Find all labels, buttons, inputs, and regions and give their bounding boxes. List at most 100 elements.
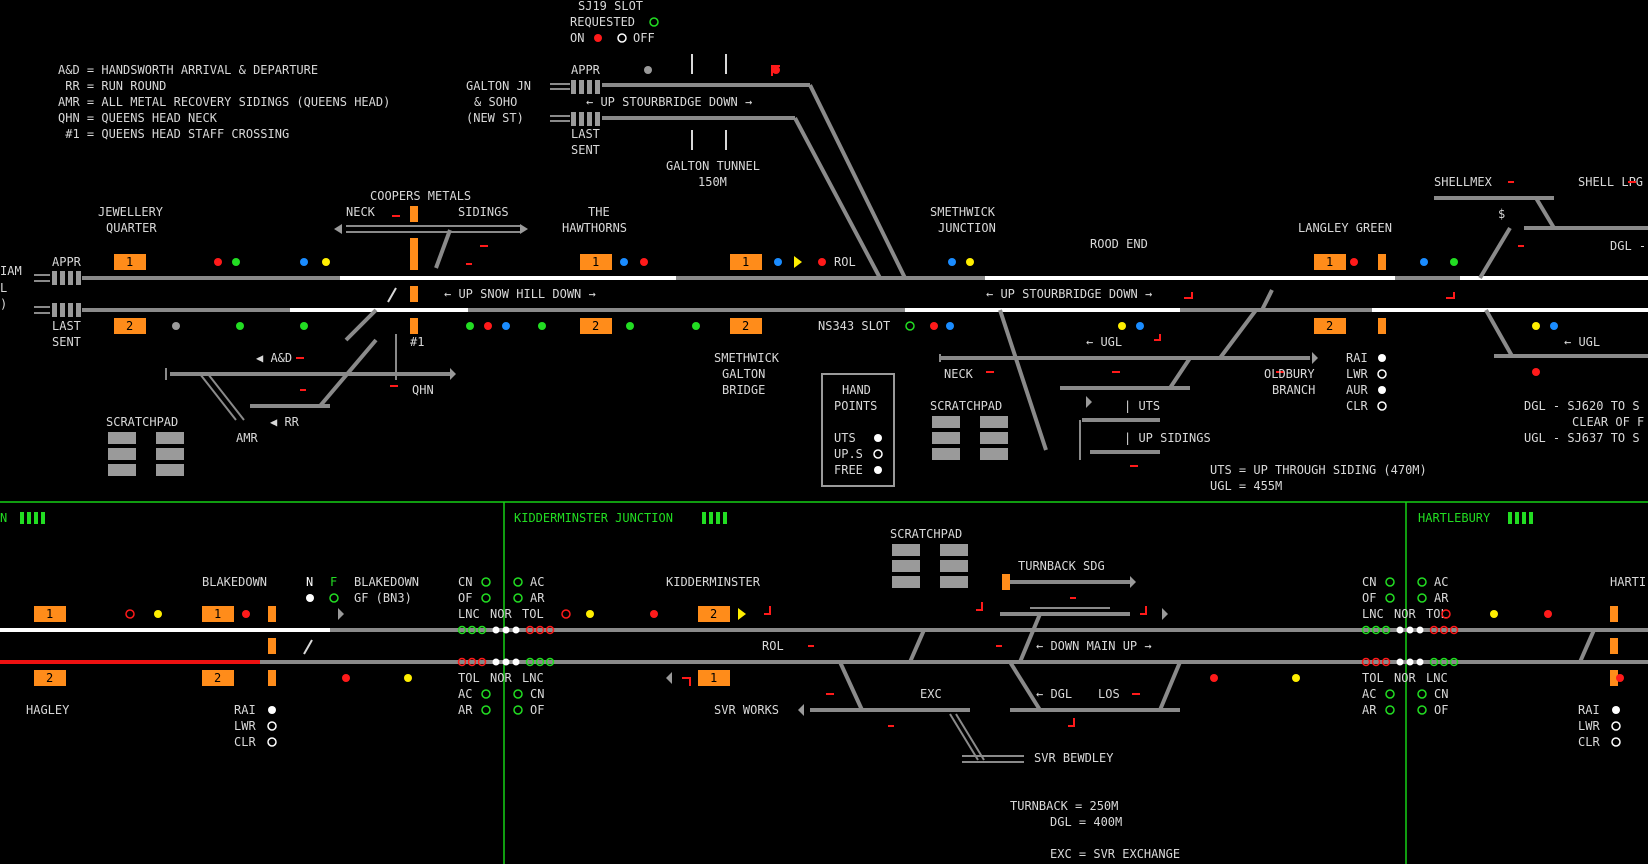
- signal-blue[interactable]: [502, 322, 510, 330]
- hart-point-lamps-down[interactable]: [1361, 625, 1459, 635]
- signal-yellow[interactable]: [1532, 322, 1540, 330]
- berth-text: 2: [592, 319, 599, 333]
- slot-on-label: ON: [570, 31, 584, 45]
- hand-point-lamp[interactable]: [873, 449, 883, 459]
- berth[interactable]: [698, 670, 730, 686]
- hart-point-lamps-up[interactable]: [1361, 657, 1459, 667]
- scratchpad-left[interactable]: [108, 432, 184, 476]
- ns343-slot-lamp[interactable]: [905, 321, 915, 331]
- signal-red[interactable]: [640, 258, 648, 266]
- signal-red[interactable]: [342, 674, 350, 682]
- signal-red[interactable]: [484, 322, 492, 330]
- signal-blue[interactable]: [300, 258, 308, 266]
- signal-blue[interactable]: [1420, 258, 1428, 266]
- signal-red[interactable]: [1441, 609, 1451, 619]
- galton-signal-grey[interactable]: [644, 66, 652, 74]
- signal-red[interactable]: [818, 258, 826, 266]
- signal-blue[interactable]: [948, 258, 956, 266]
- signal-yellow[interactable]: [586, 610, 594, 618]
- berth[interactable]: [1314, 318, 1346, 334]
- panel-title: KIDDERMINSTER JUNCTION: [514, 511, 673, 525]
- signal-red[interactable]: [561, 609, 571, 619]
- berth[interactable]: [1314, 254, 1346, 270]
- signal-yellow-arrow[interactable]: [738, 608, 746, 620]
- signal-green[interactable]: [626, 322, 634, 330]
- signal-blue[interactable]: [774, 258, 782, 266]
- galton-ground-signal[interactable]: [771, 65, 780, 76]
- track-galton-up-curve[interactable]: [808, 84, 907, 279]
- signal-yellow[interactable]: [1292, 674, 1300, 682]
- berth[interactable]: [580, 318, 612, 334]
- track-galton-down-curve[interactable]: [793, 117, 882, 279]
- signal-yellow[interactable]: [1118, 322, 1126, 330]
- track-neck-branch[interactable]: [998, 309, 1048, 451]
- signal-red[interactable]: [214, 258, 222, 266]
- station-hawthorns: THE: [588, 205, 610, 219]
- signal-green[interactable]: [1450, 258, 1458, 266]
- los-label: LOS: [1098, 687, 1120, 701]
- kidd-point-lamps-up[interactable]: [457, 657, 555, 667]
- slot-off-lamp[interactable]: [617, 33, 627, 43]
- signal-red[interactable]: [1532, 368, 1540, 376]
- signal-green[interactable]: [466, 322, 474, 330]
- scratchpad-bottom[interactable]: [892, 544, 968, 588]
- signal-red[interactable]: [1350, 258, 1358, 266]
- signal-red[interactable]: [1616, 674, 1624, 682]
- signal-green[interactable]: [236, 322, 244, 330]
- berth[interactable]: [580, 254, 612, 270]
- signal-red[interactable]: [125, 609, 135, 619]
- turnback-siding-label: TURNBACK SDG: [1018, 559, 1105, 573]
- signal-blue[interactable]: [1136, 322, 1144, 330]
- berth[interactable]: [698, 606, 730, 622]
- signal-grey[interactable]: [172, 322, 180, 330]
- note-dgl: CLEAR OF F: [1572, 415, 1644, 429]
- indicator-label: TOL: [1362, 671, 1384, 685]
- indicator-label: TOL: [1426, 607, 1448, 621]
- berth[interactable]: [114, 254, 146, 270]
- signal-yellow[interactable]: [1490, 610, 1498, 618]
- galton-signal-red[interactable]: [772, 66, 780, 74]
- berth[interactable]: [202, 670, 234, 686]
- signal-blue[interactable]: [1550, 322, 1558, 330]
- signal-blue[interactable]: [946, 322, 954, 330]
- berth[interactable]: [34, 670, 66, 686]
- indicator-label: RAI: [234, 703, 256, 717]
- indicator-label: RAI: [1578, 703, 1600, 717]
- blakedown-n-lamp[interactable]: [306, 594, 314, 602]
- slot-on-lamp[interactable]: [594, 34, 602, 42]
- shell-lpg-label: SHELL LPG: [1578, 175, 1643, 189]
- signal-yellow[interactable]: [154, 610, 162, 618]
- signal-green[interactable]: [692, 322, 700, 330]
- legend-line: AMR = ALL METAL RECOVERY SIDINGS (QUEENS…: [58, 95, 390, 109]
- hand-point-lamp[interactable]: [874, 434, 882, 442]
- berth[interactable]: [730, 254, 762, 270]
- hand-point-label: UTS: [834, 431, 856, 445]
- signal-yellow[interactable]: [966, 258, 974, 266]
- signal-yellow[interactable]: [322, 258, 330, 266]
- signal-red[interactable]: [242, 610, 250, 618]
- hand-point-lamp[interactable]: [874, 466, 882, 474]
- signal-red[interactable]: [1544, 610, 1552, 618]
- signal-green[interactable]: [300, 322, 308, 330]
- track-circuit-marker: [1610, 606, 1618, 622]
- berth[interactable]: [34, 606, 66, 622]
- ns343-slot-label: NS343 SLOT: [818, 319, 890, 333]
- berth[interactable]: [202, 606, 234, 622]
- signal-red[interactable]: [1210, 674, 1218, 682]
- blakedown-f-lamp[interactable]: [329, 593, 339, 603]
- hand-point-label: FREE: [834, 463, 863, 477]
- signal-red[interactable]: [930, 322, 938, 330]
- berth[interactable]: [114, 318, 146, 334]
- berth[interactable]: [730, 318, 762, 334]
- scratchpad-mid[interactable]: [932, 416, 1008, 460]
- kidd-point-lamps-down[interactable]: [457, 625, 555, 635]
- signal-yellow[interactable]: [404, 674, 412, 682]
- berth-text: 2: [126, 319, 133, 333]
- signal-green[interactable]: [232, 258, 240, 266]
- signal-red[interactable]: [650, 610, 658, 618]
- signal-yellow-arrow[interactable]: [794, 256, 802, 268]
- berth-text: 2: [742, 319, 749, 333]
- signal-green[interactable]: [538, 322, 546, 330]
- signal-blue[interactable]: [620, 258, 628, 266]
